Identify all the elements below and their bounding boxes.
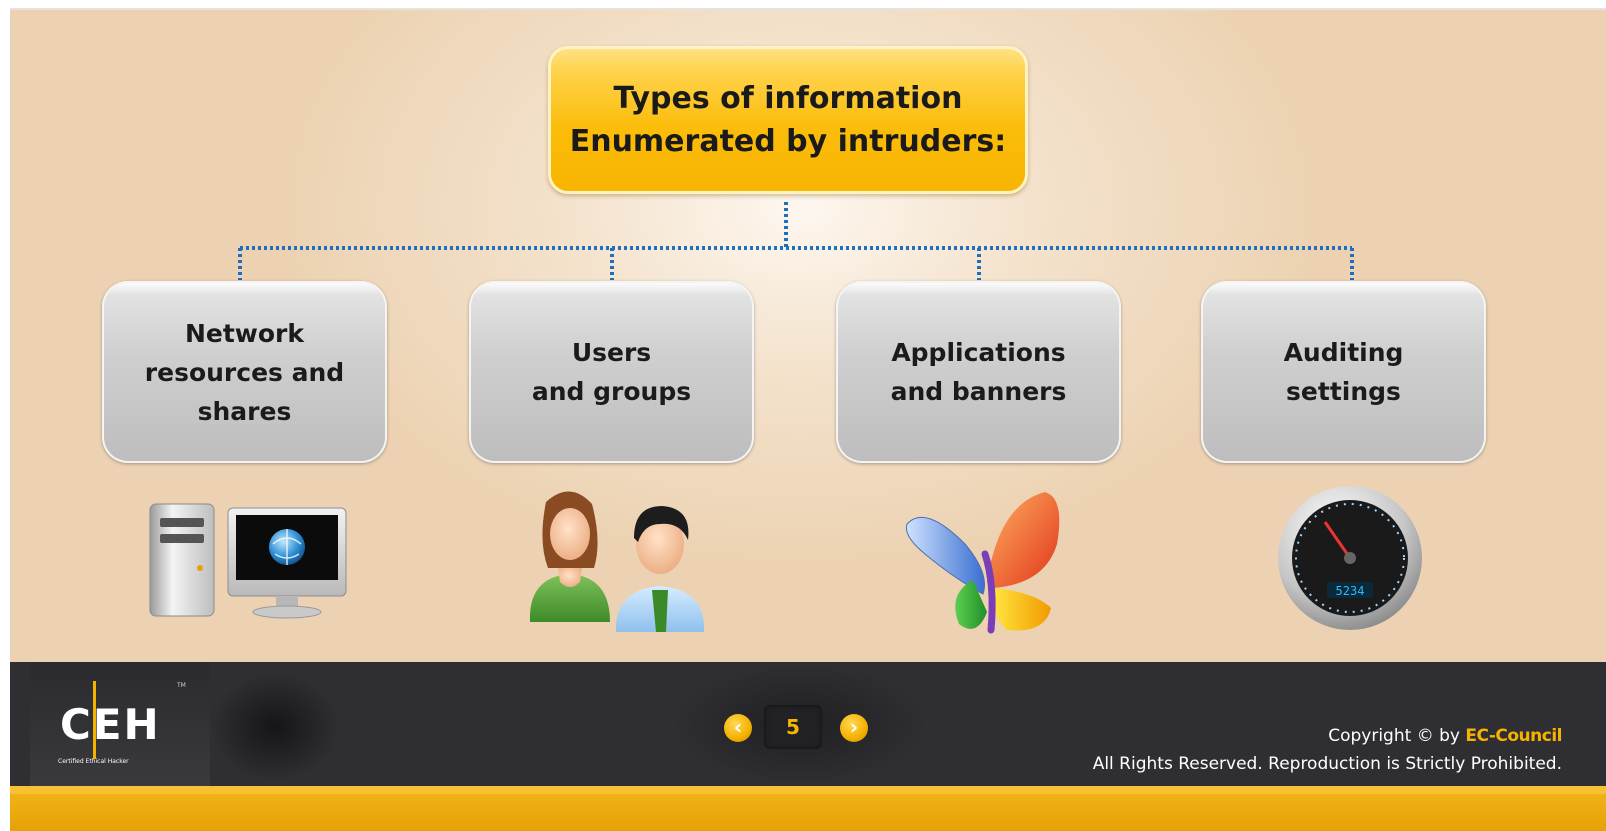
title-box: Types of information Enumerated by intru… bbox=[548, 46, 1028, 194]
category-users-groups: Users and groups bbox=[469, 281, 754, 463]
title-text: Types of information Enumerated by intru… bbox=[569, 81, 1007, 159]
logo-text: CEH bbox=[60, 700, 161, 749]
tree-connectors bbox=[238, 202, 1354, 280]
copyright-notice: Copyright © by EC-Council All Rights Res… bbox=[1092, 722, 1563, 778]
category-network-resources: Network resources and shares bbox=[102, 281, 387, 463]
next-page-button[interactable]: › bbox=[840, 714, 868, 742]
footer-bar: CEH Certified Ethical Hacker TM ‹ 5 › Co… bbox=[10, 662, 1606, 786]
copyright-prefix: Copyright © by bbox=[1328, 726, 1460, 746]
rights-line: All Rights Reserved. Reproduction is Str… bbox=[1092, 754, 1562, 774]
logo-trademark: TM bbox=[177, 682, 186, 689]
speedometer-gauge-icon: 5234 bbox=[1278, 486, 1422, 630]
category-auditing-settings: Auditing settings bbox=[1201, 281, 1486, 463]
footer-shadow bbox=[210, 672, 340, 782]
page-number: 5 bbox=[764, 705, 822, 749]
logo-subtitle: Certified Ethical Hacker bbox=[58, 758, 129, 765]
prev-page-button[interactable]: ‹ bbox=[724, 714, 752, 742]
ec-council-brand: EC-Council bbox=[1465, 726, 1562, 746]
category-label: Applications and banners bbox=[890, 338, 1067, 406]
ceh-logo: CEH Certified Ethical Hacker TM bbox=[30, 662, 210, 786]
gauge-readout: 5234 bbox=[1336, 584, 1365, 598]
network-computer-icon bbox=[149, 503, 347, 619]
category-label: Users and groups bbox=[531, 338, 692, 406]
category-label: Network resources and shares bbox=[144, 318, 345, 426]
slide-canvas: Types of information Enumerated by intru… bbox=[10, 8, 1606, 662]
logo-divider bbox=[93, 681, 96, 759]
users-icon bbox=[529, 491, 705, 632]
footer-accent-highlight bbox=[10, 786, 1606, 794]
butterfly-app-icon bbox=[905, 492, 1060, 634]
category-applications-banners: Applications and banners bbox=[836, 281, 1121, 463]
category-label: Auditing settings bbox=[1283, 338, 1404, 406]
copyright-line: Copyright © by EC-Council bbox=[1093, 722, 1562, 750]
